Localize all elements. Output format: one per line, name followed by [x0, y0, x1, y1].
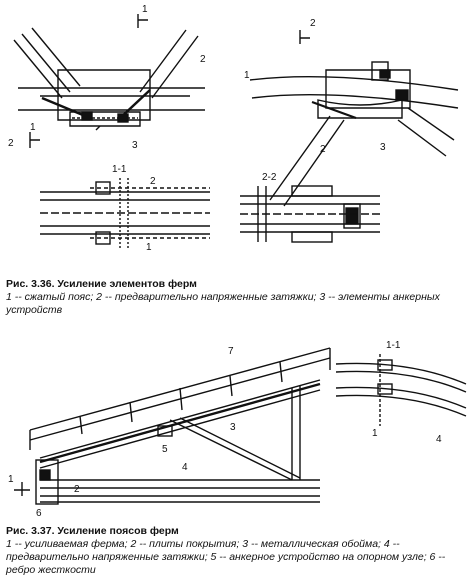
truss-node-right — [249, 30, 459, 207]
reinforced-truss — [14, 347, 331, 505]
section-1-1-label-1: 1 — [146, 242, 152, 253]
section-2-2 — [240, 185, 380, 243]
figure-3-36-caption-body: 1 -- сжатый пояс; 2 -- предварительно на… — [6, 291, 440, 316]
label-7: 7 — [228, 346, 234, 357]
label-2: 2 — [74, 484, 80, 495]
label-1-mark-top: 1 — [142, 4, 148, 15]
figure-3-37-caption: Рис. 3.37. Усиление поясов ферм 1 -- уси… — [6, 525, 468, 577]
label-3-left: 3 — [132, 140, 138, 151]
label-5: 5 — [162, 444, 168, 455]
section-1-1-title-b: 1-1 — [386, 340, 401, 351]
label-2-right: 2 — [320, 144, 326, 155]
section-1-1-detail — [335, 354, 467, 426]
figure-3-37-drawing: 7 3 5 4 2 6 1 1-1 1 4 — [8, 340, 467, 519]
section-1-1-label-1: 1 — [372, 428, 378, 439]
label-6: 6 — [36, 508, 42, 519]
figure-3-36-drawing: 1 2 3 1 2 2 1 2 3 1-1 2 1 2-2 — [8, 4, 459, 253]
section-1-1 — [40, 178, 210, 248]
figure-3-36-caption: Рис. 3.36. Усиление элементов ферм 1 -- … — [6, 278, 468, 317]
section-1-1-label-2: 2 — [150, 176, 156, 187]
label-1-left: 1 — [30, 122, 36, 133]
label-2-mark-left: 2 — [8, 138, 14, 149]
figure-3-37-caption-body: 1 -- усиливаемая ферма; 2 -- плиты покры… — [6, 538, 446, 576]
label-4: 4 — [182, 462, 188, 473]
label-2-left: 2 — [200, 54, 206, 65]
label-2-mark-right: 2 — [310, 18, 316, 29]
section-1-1-title: 1-1 — [112, 164, 127, 175]
section-2-2-title: 2-2 — [262, 172, 277, 183]
label-3-right: 3 — [380, 142, 386, 153]
label-3: 3 — [230, 422, 236, 433]
figure-3-36-caption-title: Рис. 3.36. Усиление элементов ферм — [6, 278, 197, 290]
figure-3-37-caption-title: Рис. 3.37. Усиление поясов ферм — [6, 525, 179, 537]
truss-node-left — [13, 14, 205, 148]
label-1-right: 1 — [244, 70, 250, 81]
section-1-1-label-4: 4 — [436, 434, 442, 445]
label-1: 1 — [8, 474, 14, 485]
